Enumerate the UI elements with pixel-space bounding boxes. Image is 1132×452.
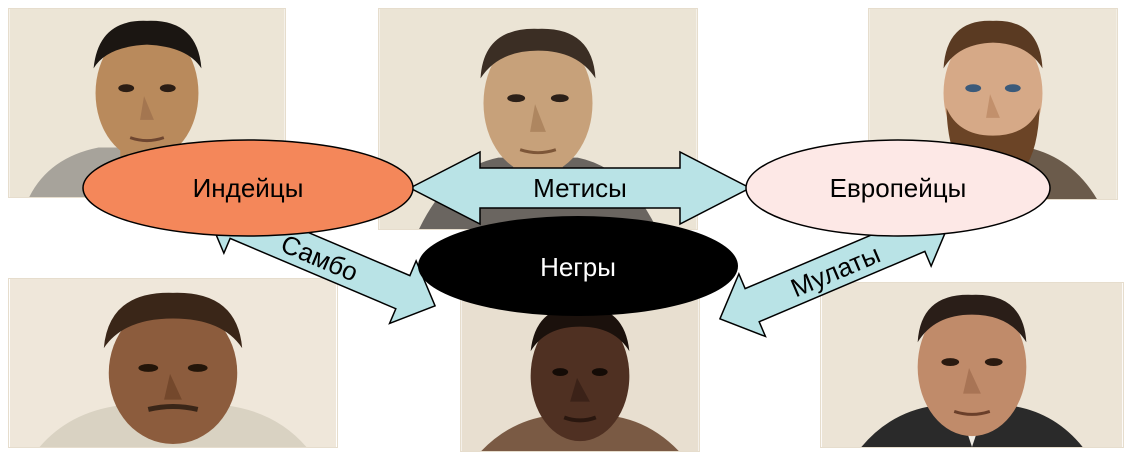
portrait-mulatto	[820, 282, 1124, 448]
negro-face-image	[461, 297, 699, 451]
portrait-zambo	[8, 278, 338, 448]
mulatto-face-image	[821, 283, 1123, 447]
europeans-node	[745, 139, 1051, 237]
negroes-node	[418, 216, 738, 316]
indians-label: Индейцы	[193, 173, 304, 203]
portrait-negro	[460, 296, 700, 452]
negroes-label: Негры	[540, 252, 616, 282]
mulatto-label: Мулаты	[786, 239, 884, 303]
zambo-face-image	[9, 279, 337, 447]
europeans-label: Европейцы	[830, 173, 967, 203]
mestizo-label: Метисы	[533, 173, 627, 203]
indians-node	[82, 139, 414, 237]
